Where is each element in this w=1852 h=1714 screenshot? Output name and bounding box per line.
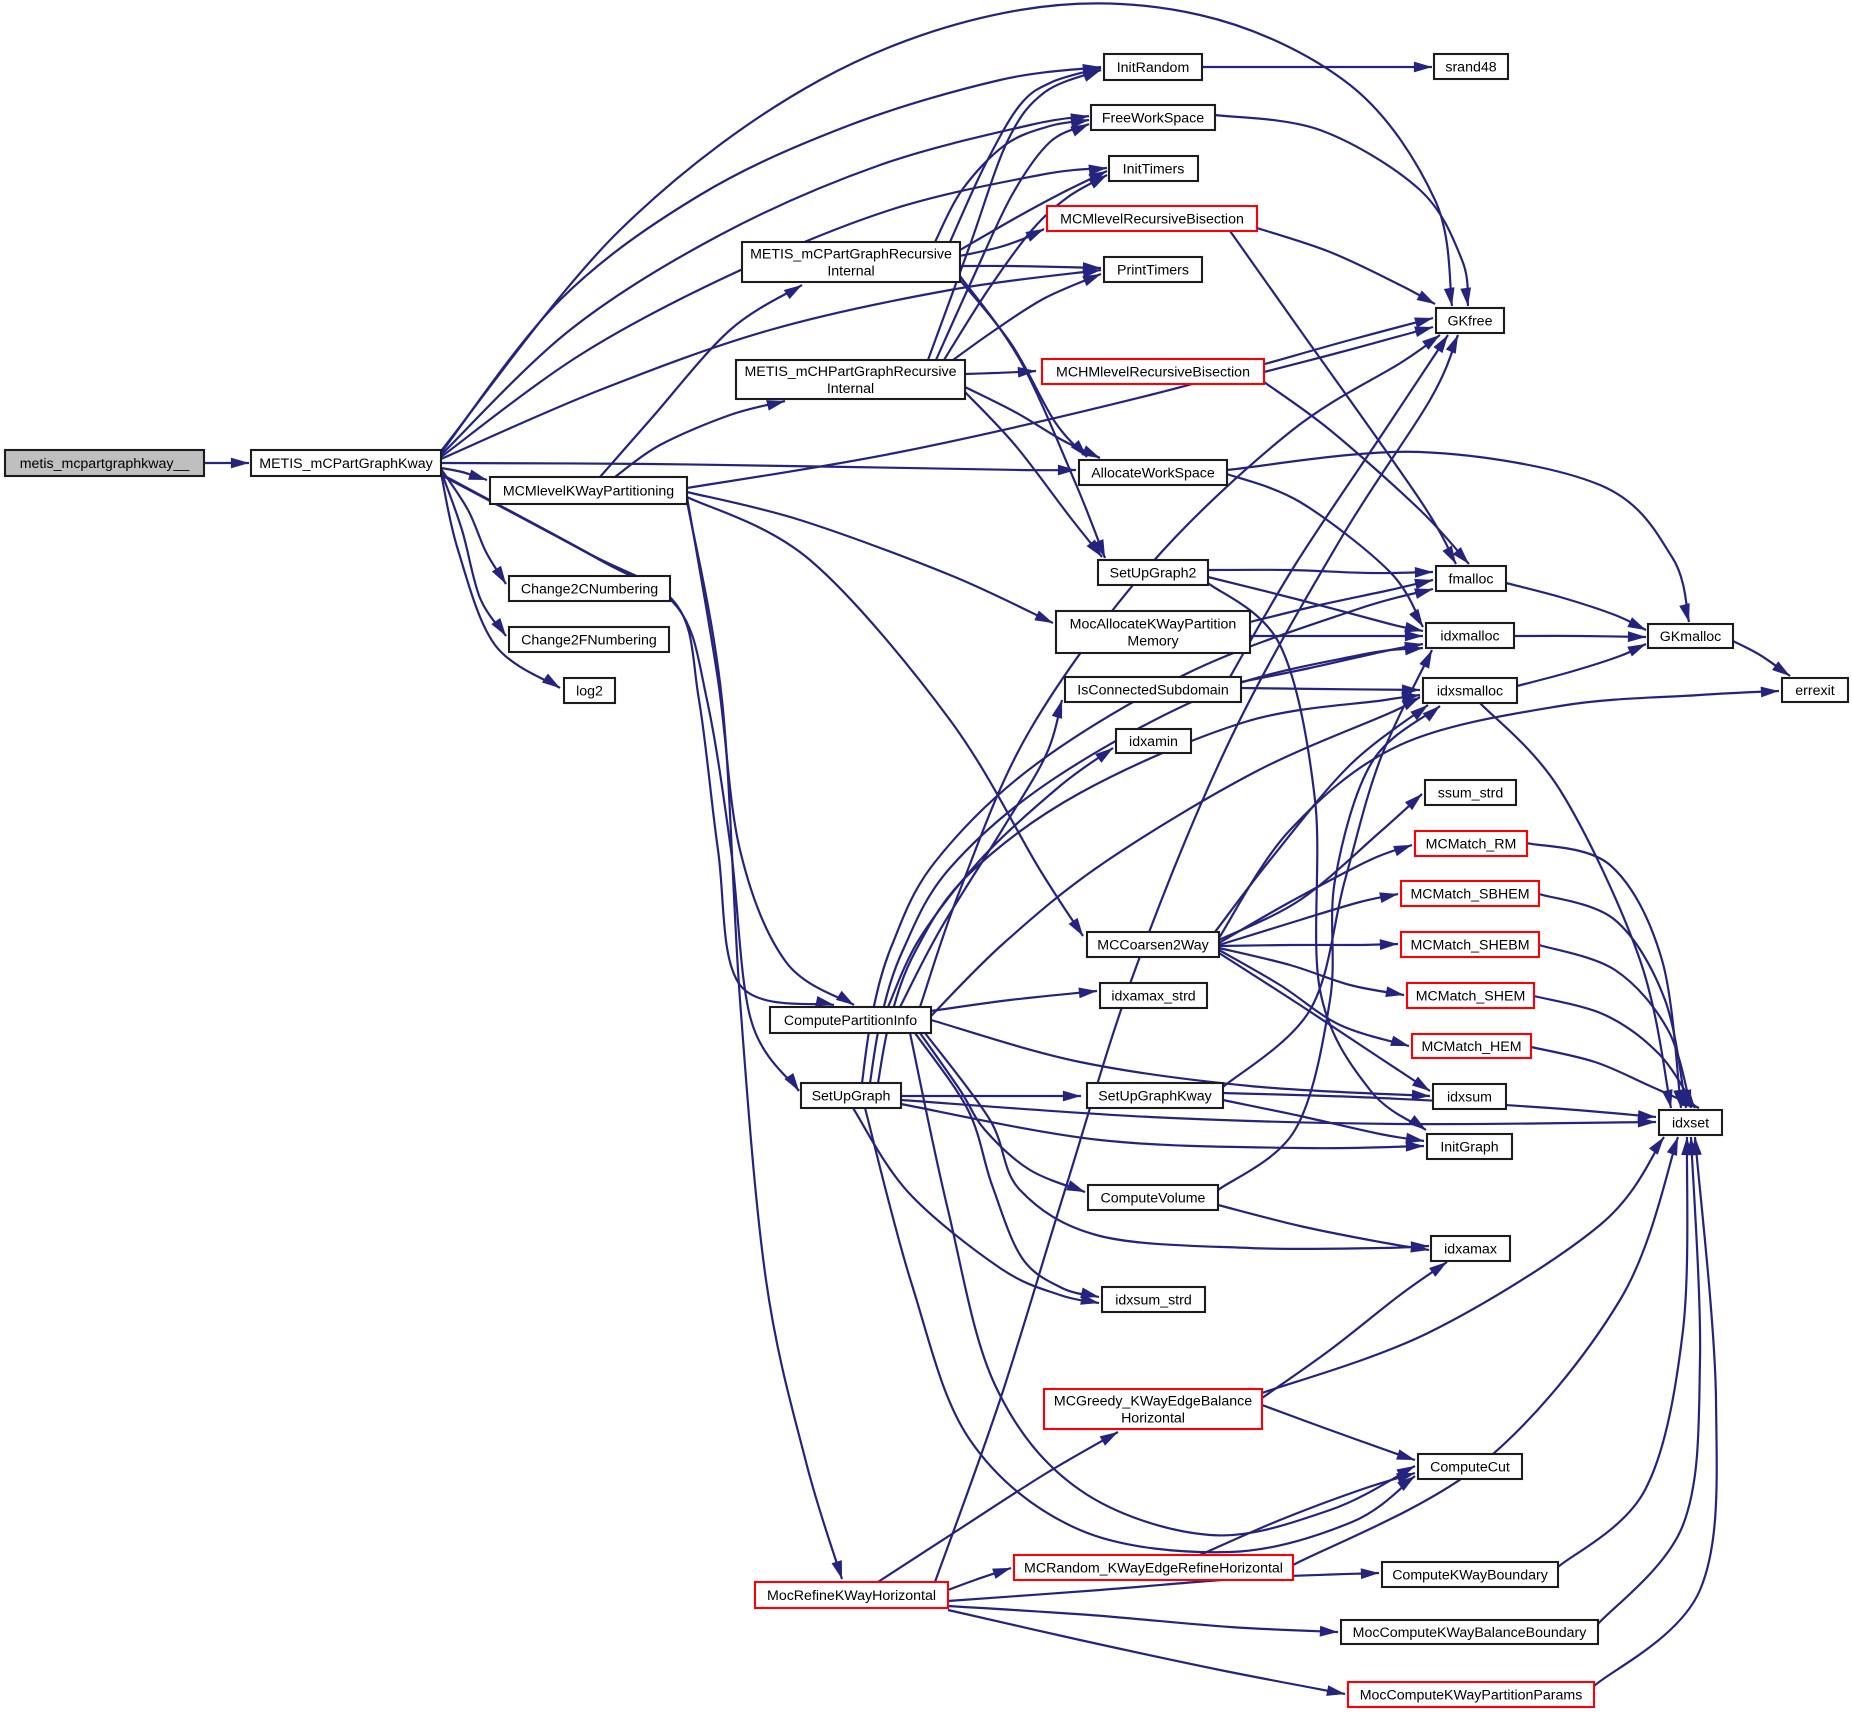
svg-text:MCMatch_HEM: MCMatch_HEM — [1421, 1039, 1521, 1055]
svg-text:idxsum_strd: idxsum_strd — [1115, 1293, 1191, 1309]
svg-text:Change2FNumbering: Change2FNumbering — [521, 633, 657, 649]
svg-text:IsConnectedSubdomain: IsConnectedSubdomain — [1077, 683, 1228, 699]
svg-text:SetUpGraphKway: SetUpGraphKway — [1098, 1089, 1212, 1105]
svg-text:GKmalloc: GKmalloc — [1660, 629, 1722, 645]
svg-text:metis_mcpartgraphkway__: metis_mcpartgraphkway__ — [20, 456, 191, 472]
svg-text:METIS_mCPartGraphKway: METIS_mCPartGraphKway — [259, 456, 433, 472]
svg-text:InitTimers: InitTimers — [1123, 162, 1185, 178]
svg-text:idxmalloc: idxmalloc — [1440, 629, 1499, 645]
svg-text:FreeWorkSpace: FreeWorkSpace — [1102, 111, 1204, 127]
svg-text:Horizontal: Horizontal — [1121, 1411, 1185, 1427]
svg-text:idxsum: idxsum — [1447, 1090, 1492, 1106]
svg-text:GKfree: GKfree — [1448, 314, 1493, 330]
svg-text:MocRefineKWayHorizontal: MocRefineKWayHorizontal — [767, 1588, 936, 1604]
svg-text:idxsmalloc: idxsmalloc — [1437, 684, 1503, 700]
svg-text:MCCoarsen2Way: MCCoarsen2Way — [1097, 938, 1209, 954]
svg-text:fmalloc: fmalloc — [1449, 572, 1494, 588]
svg-text:idxamax: idxamax — [1444, 1242, 1497, 1258]
svg-text:MocAllocateKWayPartition: MocAllocateKWayPartition — [1070, 617, 1237, 633]
svg-text:ComputePartitionInfo: ComputePartitionInfo — [784, 1013, 917, 1029]
svg-text:MocComputeKWayBalanceBoundary: MocComputeKWayBalanceBoundary — [1353, 1625, 1588, 1641]
svg-text:MCGreedy_KWayEdgeBalance: MCGreedy_KWayEdgeBalance — [1054, 1394, 1252, 1410]
svg-text:MCMlevelKWayPartitioning: MCMlevelKWayPartitioning — [503, 484, 674, 500]
svg-text:Change2CNumbering: Change2CNumbering — [521, 582, 658, 598]
svg-text:MCMatch_SHEM: MCMatch_SHEM — [1416, 989, 1526, 1005]
svg-text:Memory: Memory — [1127, 634, 1179, 650]
svg-text:MCMlevelRecursiveBisection: MCMlevelRecursiveBisection — [1060, 212, 1244, 228]
svg-text:InitRandom: InitRandom — [1117, 60, 1190, 76]
svg-text:MCMatch_RM: MCMatch_RM — [1426, 837, 1517, 853]
svg-text:PrintTimers: PrintTimers — [1117, 263, 1189, 279]
svg-text:METIS_mCHPartGraphRecursive: METIS_mCHPartGraphRecursive — [744, 364, 956, 380]
svg-text:MCMatch_SHEBM: MCMatch_SHEBM — [1410, 938, 1529, 954]
svg-text:idxset: idxset — [1672, 1116, 1709, 1132]
svg-text:idxamax_strd: idxamax_strd — [1111, 989, 1195, 1005]
svg-text:MCHMlevelRecursiveBisection: MCHMlevelRecursiveBisection — [1056, 365, 1250, 381]
svg-text:METIS_mCPartGraphRecursive: METIS_mCPartGraphRecursive — [750, 247, 952, 263]
svg-text:MocComputeKWayPartitionParams: MocComputeKWayPartitionParams — [1360, 1688, 1583, 1704]
svg-text:srand48: srand48 — [1445, 60, 1496, 76]
svg-text:InitGraph: InitGraph — [1440, 1140, 1498, 1156]
svg-text:errexit: errexit — [1795, 683, 1834, 699]
svg-text:AllocateWorkSpace: AllocateWorkSpace — [1091, 466, 1215, 482]
svg-text:log2: log2 — [576, 684, 603, 700]
svg-text:MCMatch_SBHEM: MCMatch_SBHEM — [1410, 887, 1529, 903]
svg-text:ssum_strd: ssum_strd — [1438, 786, 1503, 802]
svg-text:ComputeVolume: ComputeVolume — [1101, 1191, 1206, 1207]
svg-text:ComputeCut: ComputeCut — [1430, 1460, 1510, 1476]
svg-text:Internal: Internal — [827, 381, 874, 397]
svg-text:Internal: Internal — [827, 264, 874, 280]
svg-text:SetUpGraph: SetUpGraph — [812, 1089, 891, 1105]
svg-text:idxamin: idxamin — [1129, 734, 1178, 750]
svg-text:ComputeKWayBoundary: ComputeKWayBoundary — [1392, 1568, 1549, 1584]
svg-text:SetUpGraph2: SetUpGraph2 — [1110, 566, 1197, 582]
svg-text:MCRandom_KWayEdgeRefineHorizon: MCRandom_KWayEdgeRefineHorizontal — [1024, 1561, 1283, 1577]
